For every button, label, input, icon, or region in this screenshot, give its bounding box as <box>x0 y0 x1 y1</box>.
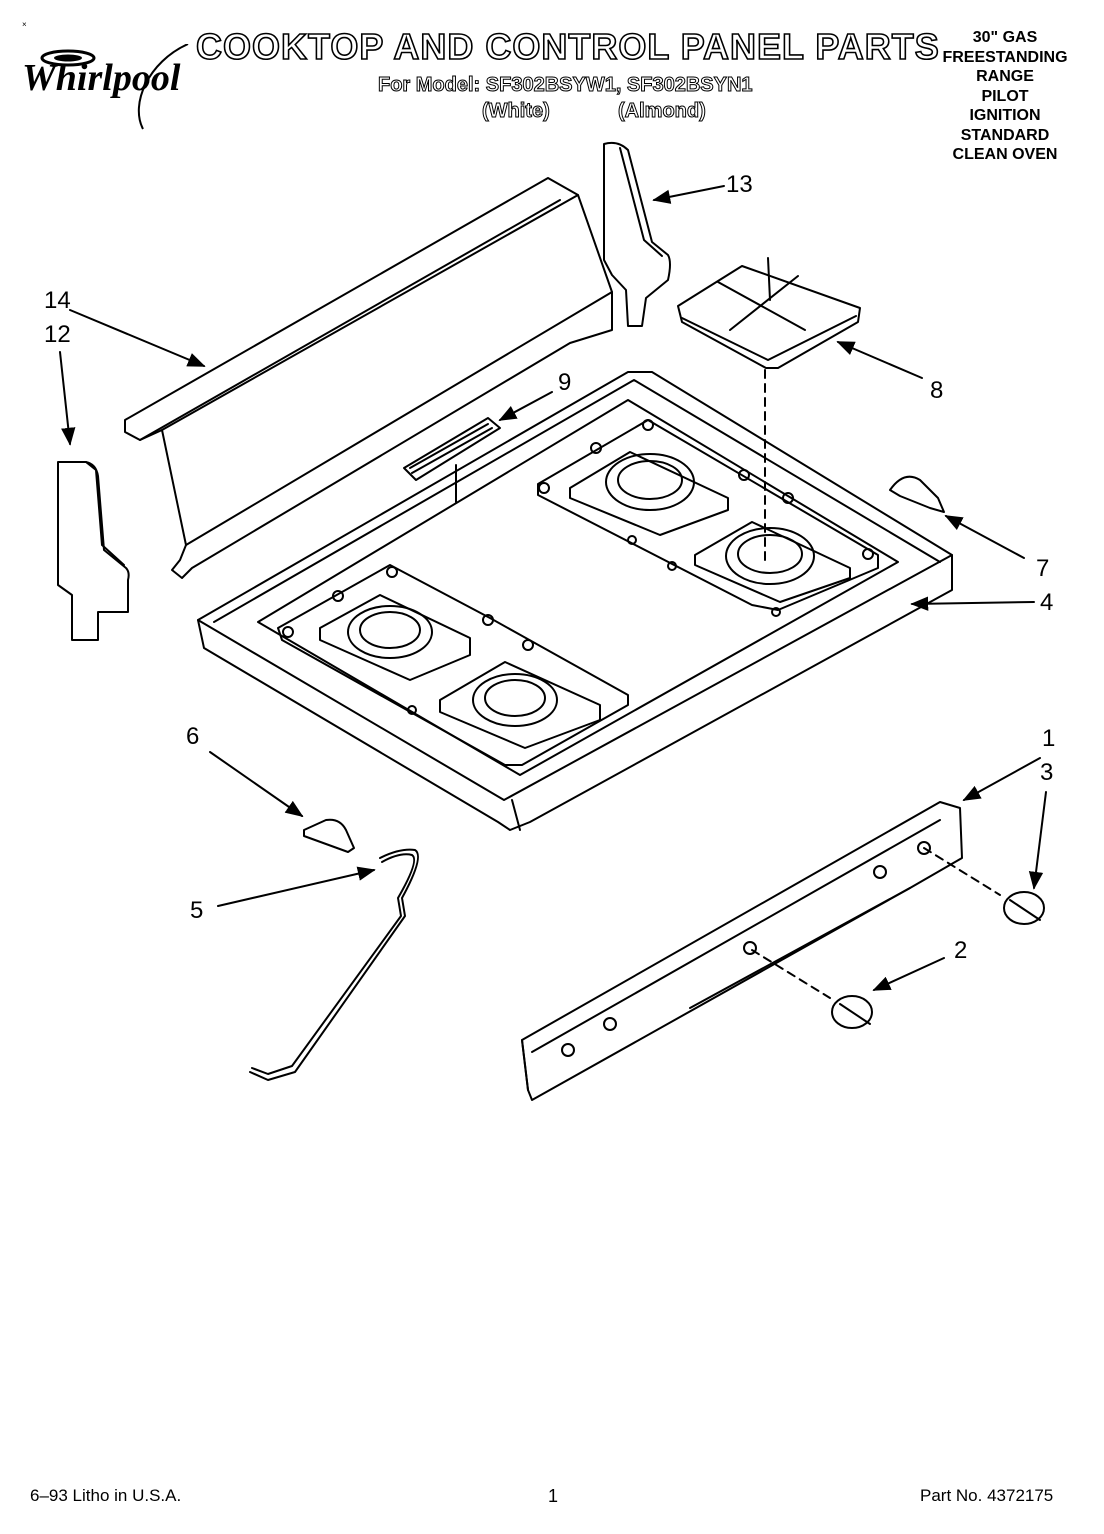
cooktop-part <box>197 371 953 831</box>
clip-part <box>889 475 945 513</box>
ignition-tube-part <box>249 848 419 1081</box>
callout-6: 6 <box>186 723 199 750</box>
callout-12: 12 <box>44 321 71 348</box>
left-control-knob-part <box>751 949 873 1029</box>
variant-almond: (Almond) <box>618 100 707 123</box>
callout-2: 2 <box>954 937 967 964</box>
leader-arrows <box>59 185 1047 991</box>
spec-line: IGNITION <box>969 107 1041 124</box>
callout-13: 13 <box>726 171 753 198</box>
spec-line: RANGE <box>976 68 1034 85</box>
callout-14: 14 <box>44 287 71 314</box>
burner-grate-part <box>677 257 861 561</box>
corner-mark: × <box>22 20 27 29</box>
brand-wordmark: Whirlpool <box>22 57 181 99</box>
spec-line: PILOT <box>981 87 1029 105</box>
callout-1: 1 <box>1042 725 1055 752</box>
spec-line: 30" GAS <box>972 29 1038 46</box>
variant-white: (White) <box>482 100 551 123</box>
callout-7: 7 <box>1036 555 1049 582</box>
spec-line: FREESTANDING <box>942 48 1068 66</box>
backguard-part <box>124 177 613 579</box>
callout-9: 9 <box>558 369 571 396</box>
footer-print-date: 6–93 Litho in U.S.A. <box>30 1486 182 1505</box>
footer-page-number: 1 <box>548 1486 559 1506</box>
right-control-knob-part <box>923 847 1045 925</box>
callout-5: 5 <box>190 897 203 924</box>
callout-3: 3 <box>1040 759 1053 786</box>
spec-block: 30" GAS FREESTANDING RANGE PILOT IGNITIO… <box>930 28 1080 165</box>
callout-4: 4 <box>1040 589 1053 616</box>
vent-trim-part <box>403 417 501 503</box>
control-panel-part <box>521 801 963 1101</box>
bracket-part <box>303 818 355 853</box>
left-end-cap-part <box>57 461 130 641</box>
right-end-cap-part <box>603 141 671 327</box>
spec-line: STANDARD <box>960 126 1050 144</box>
model-numbers: For Model: SF302BSYW1, SF302BSYN1 <box>378 74 754 97</box>
page-title: COOKTOP AND CONTROL PANEL PARTS <box>195 25 940 68</box>
whirlpool-logo <box>40 44 189 130</box>
footer-part-number: Part No. 4372175 <box>920 1486 1054 1505</box>
callout-8: 8 <box>930 377 943 404</box>
spec-line: CLEAN OVEN <box>952 146 1058 163</box>
